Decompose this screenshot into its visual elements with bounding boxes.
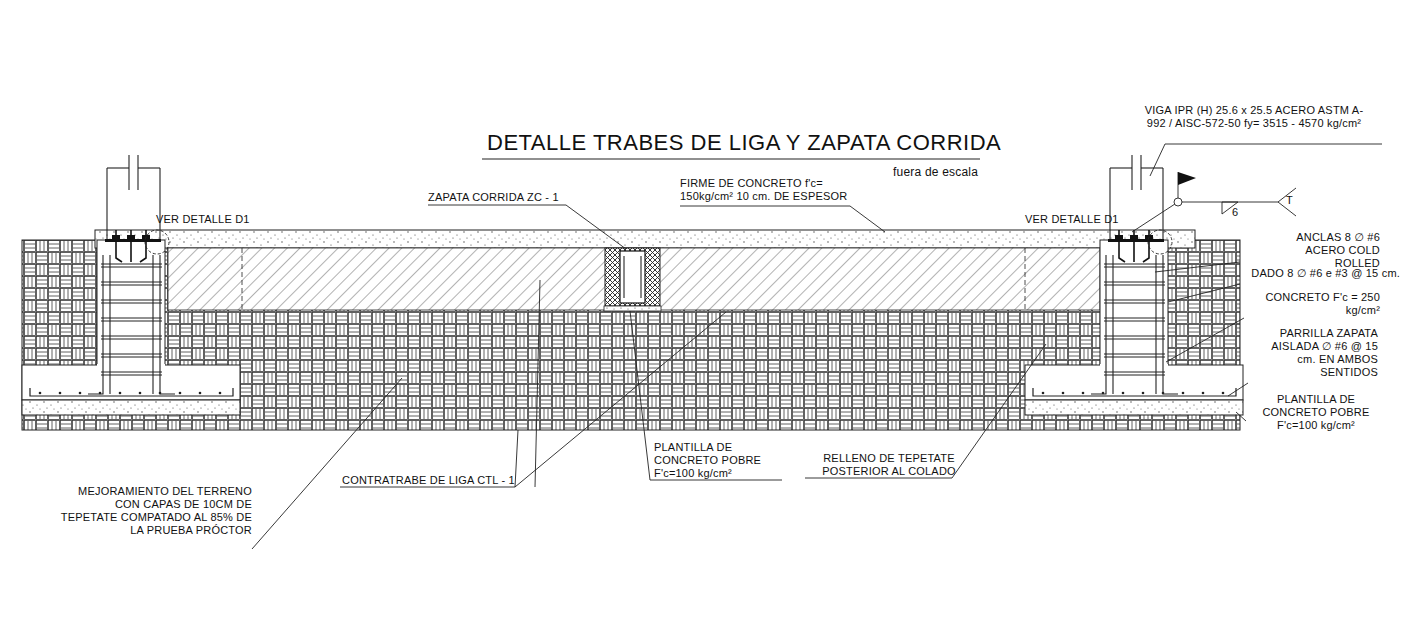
slab-note: FIRME DE CONCRETO f'c= 150kg/cm² 10 cm. … <box>680 177 870 203</box>
detail-reference: VER DETALLE D1 <box>1025 213 1119 226</box>
beam-spec: VIGA IPR (H) 25.6 x 25.5 ACERO ASTM A-99… <box>1138 104 1370 130</box>
pier-spec: DADO 8 ∅ #6 e #3 @ 15 cm. <box>1244 267 1400 280</box>
concrete-spec: CONCRETO F'c = 250 kg/cm² <box>1262 291 1380 317</box>
backfill-note: RELLENO DE TEPETATE POSTERIOR AL COLADO <box>804 452 974 478</box>
soil-note: MEJORAMIENTO DEL TERRENO CON CAPAS DE 10… <box>56 485 252 537</box>
part-name: CONTRATRABE DE LIGA CTL - 1 <box>342 474 515 487</box>
drawing-title: DETALLE TRABES DE LIGA Y ZAPATA CORRIDA <box>487 130 1001 156</box>
anchor-spec: ANCLAS 8 ∅ #6 ACERO COLD ROLLED <box>1262 231 1380 270</box>
blinding-spec: PLANTILLA DE CONCRETO POBRE F'c=100 kg/c… <box>654 441 789 480</box>
blinding-spec: PLANTILLA DE CONCRETO POBRE F'c=100 kg/c… <box>1248 393 1384 432</box>
part-name: ZAPATA CORRIDA ZC - 1 <box>428 191 559 204</box>
weld-size: 6 <box>1232 206 1238 219</box>
scale-note: fuera de escala <box>893 166 978 179</box>
weld-note: T <box>1286 194 1293 207</box>
detail-reference: VER DETALLE D1 <box>156 213 250 226</box>
footing-grid-spec: PARRILLA ZAPATA AISLADA ∅ #6 @ 15 cm. EN… <box>1250 327 1378 379</box>
